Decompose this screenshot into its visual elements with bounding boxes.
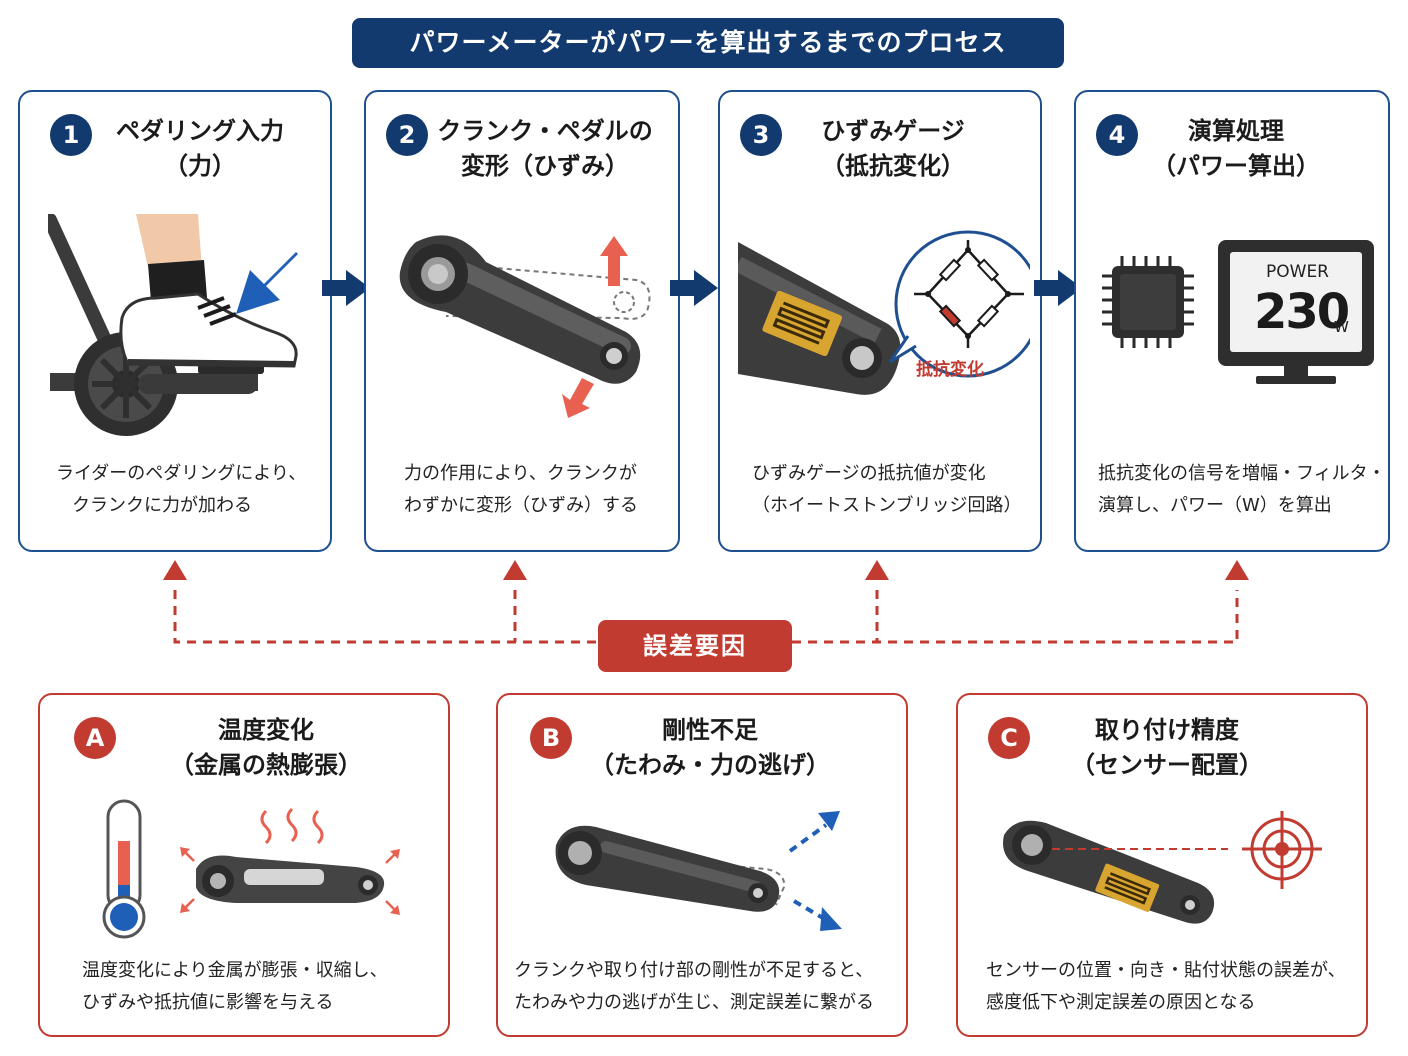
processor-chip-icon: [1102, 256, 1194, 348]
step-desc-line2: わずかに変形（ひずみ）する: [404, 495, 638, 516]
factor-description: クランクや取り付け部の剛性が不足すると、 たわみや力の逃げが生じ、測定誤差に繋が…: [514, 955, 900, 1019]
step-desc-line1: ひずみゲージの抵抗値が変化: [752, 463, 986, 484]
step-title-line1: ペダリング入力: [116, 117, 284, 145]
strain-gauge-icon: [738, 230, 1030, 395]
factor-desc-line1: 温度変化により金属が膨張・収縮し、: [82, 960, 388, 981]
factor-title-line2: （金属の熱膨張）: [170, 751, 362, 779]
step-number-badge: 3: [740, 114, 782, 156]
factor-title-line1: 取り付け精度: [1095, 716, 1239, 744]
resistance-change-callout: 抵抗変化: [916, 360, 984, 380]
target-crank-icon: [1003, 811, 1322, 924]
step-desc-line1: 抵抗変化の信号を増幅・フィルタ・: [1098, 463, 1386, 484]
step-title-line2: 変形（ひずみ）: [461, 152, 629, 180]
factor-desc-line2: たわみや力の逃げが生じ、測定誤差に繋がる: [514, 992, 874, 1013]
factor-desc-line1: センサーの位置・向き・貼付状態の誤差が、: [986, 960, 1346, 981]
step-card-3: 3 ひずみゲージ （抵抗変化） 抵抗変化: [718, 90, 1042, 552]
factor-desc-line2: ひずみや抵抗値に影響を与える: [82, 992, 334, 1013]
step-description: 抵抗変化の信号を増幅・フィルタ・ 演算し、パワー（W）を算出: [1098, 458, 1388, 522]
monitor-value: 230: [1254, 284, 1350, 340]
flow-arrow-icon: [1034, 270, 1082, 306]
factor-title: 剛性不足 （たわみ・力の逃げ）: [582, 713, 838, 783]
step-desc-line1: ライダーのペダリングにより、: [56, 463, 307, 484]
monitor-icon: [1218, 240, 1374, 384]
step-card-2: 2 クランク・ペダルの 変形（ひずみ） 力の作用により、クランクが わずかに変形…: [364, 90, 680, 552]
crank-flex-icon: [555, 811, 842, 931]
factor-title-line1: 剛性不足: [662, 716, 758, 744]
factor-description: 温度変化により金属が膨張・収縮し、 ひずみや抵抗値に影響を与える: [82, 955, 442, 1019]
step-title-line2: （力）: [164, 152, 236, 180]
factor-title-line2: （たわみ・力の逃げ）: [590, 751, 830, 779]
step-desc-line2: クランクに力が加わる: [72, 495, 252, 516]
step-title-line2: （抵抗変化）: [821, 152, 965, 180]
step-card-4: 4 演算処理 （パワー算出） POWER 230 W 抵抗変化の信号を増幅・フィ…: [1074, 90, 1390, 552]
step-desc-line1: 力の作用により、クランクが: [404, 463, 637, 484]
monitor-label: POWER: [1266, 262, 1329, 282]
step-description: ライダーのペダリングにより、 クランクに力が加わる: [56, 458, 322, 522]
step-description: 力の作用により、クランクが わずかに変形（ひずみ）する: [404, 458, 670, 522]
crank-deformation-icon: [399, 235, 651, 418]
factor-letter-badge: A: [74, 717, 116, 759]
step-title: クランク・ペダルの 変形（ひずみ）: [436, 114, 654, 184]
step-title-line1: クランク・ペダルの: [437, 117, 653, 145]
step-number-badge: 2: [386, 114, 428, 156]
foot-pedaling-icon: [48, 214, 298, 436]
monitor-unit: W: [1334, 318, 1349, 336]
factor-title-line2: （センサー配置）: [1071, 751, 1263, 779]
step-card-1: 1 ペダリング入力 （力） ライダーのペダリングにより、 クランクに力が加わる: [18, 90, 332, 552]
step-title: 演算処理 （パワー算出）: [1136, 114, 1336, 184]
thermometer-crank-icon: [102, 799, 400, 939]
step-description: ひずみゲージの抵抗値が変化 （ホイートストンブリッジ回路）: [752, 458, 1032, 522]
factor-letter-badge: C: [988, 717, 1030, 759]
factor-letter-badge: B: [530, 717, 572, 759]
factor-desc-line1: クランクや取り付け部の剛性が不足すると、: [514, 960, 874, 981]
step-desc-line2: （ホイートストンブリッジ回路）: [752, 495, 1022, 516]
factor-card-a: A 温度変化 （金属の熱膨張） 温度変化により金属が膨張・: [38, 693, 450, 1037]
page-title: パワーメーターがパワーを算出するまでのプロセス: [352, 18, 1064, 68]
step-title-line2: （パワー算出）: [1152, 152, 1320, 180]
flow-arrow-icon: [670, 270, 718, 306]
factor-card-b: B 剛性不足 （たわみ・力の逃げ） クランクや取り付け部の剛性が不足すると、 た…: [496, 693, 908, 1037]
factor-description: センサーの位置・向き・貼付状態の誤差が、 感度低下や測定誤差の原因となる: [986, 955, 1356, 1019]
step-title: ペダリング入力 （力）: [100, 114, 300, 184]
step-title-line1: 演算処理: [1188, 117, 1284, 145]
factor-title: 温度変化 （金属の熱膨張）: [136, 713, 396, 783]
step-number-badge: 1: [50, 114, 92, 156]
step-title-line1: ひずみゲージ: [821, 117, 965, 145]
step-number-badge: 4: [1096, 114, 1138, 156]
factor-card-c: C 取り付け精度 （センサー配置） センサーの位置・向き・貼付状態の誤差が、 感…: [956, 693, 1368, 1037]
error-factors-label: 誤差要因: [598, 620, 792, 672]
factor-title-line1: 温度変化: [218, 716, 314, 744]
step-title: ひずみゲージ （抵抗変化）: [788, 114, 998, 184]
step-desc-line2: 演算し、パワー（W）を算出: [1098, 495, 1332, 516]
flow-arrow-icon: [322, 270, 370, 306]
factor-desc-line2: 感度低下や測定誤差の原因となる: [986, 992, 1256, 1013]
factor-title: 取り付け精度 （センサー配置）: [1042, 713, 1292, 783]
